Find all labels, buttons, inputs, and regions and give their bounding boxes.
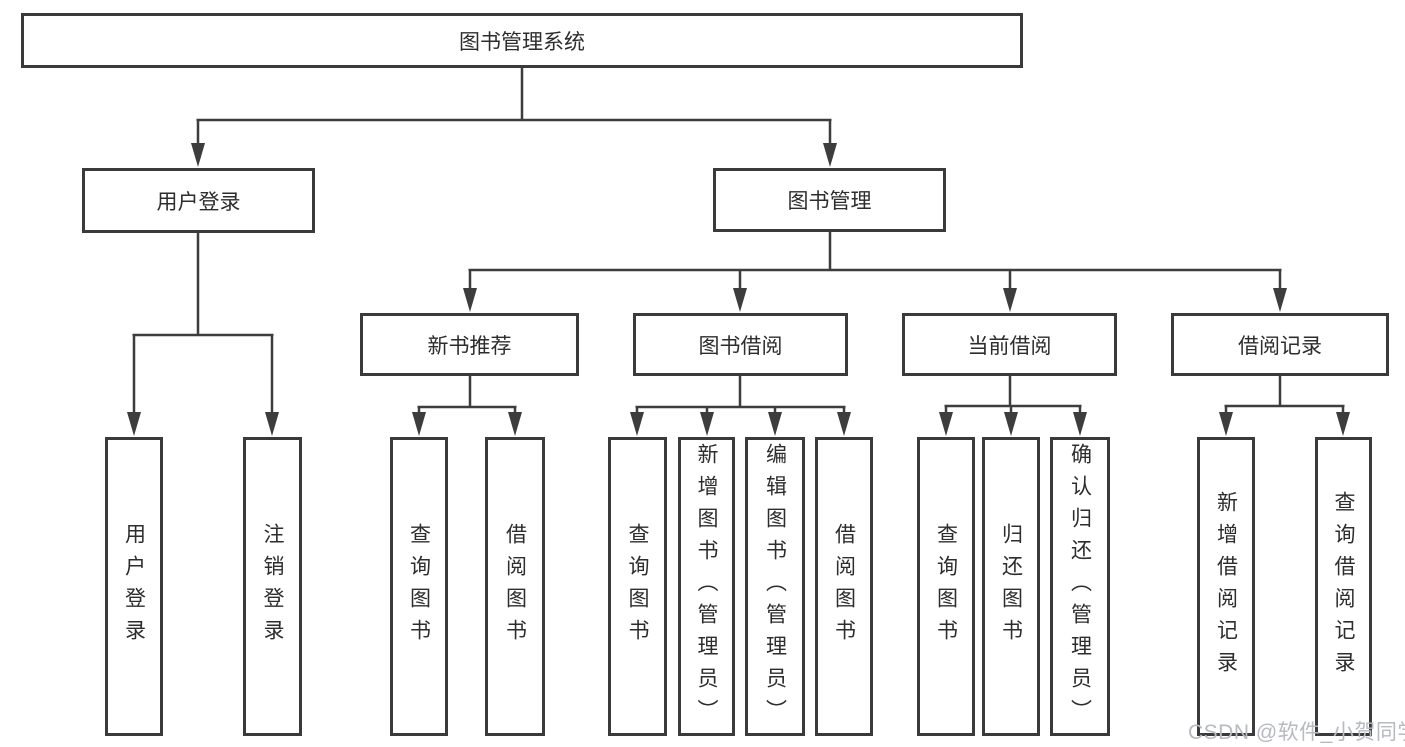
node-label: 查询图书: [407, 522, 431, 651]
node-label: 确认归还（管理员）: [1068, 442, 1092, 731]
connector-book-mgmt-to-level3: [463, 232, 1287, 312]
node-label: 新增图书（管理员）: [695, 442, 718, 731]
node-label: 归还图书: [999, 522, 1023, 651]
node-label: 查询图书: [934, 522, 958, 651]
node-user-login: 用户登录: [82, 168, 315, 233]
arrowhead: [127, 412, 141, 436]
arrowhead: [700, 412, 714, 436]
connector-user-login-to-leaves: [127, 233, 279, 436]
arrowhead: [733, 288, 747, 312]
arrowhead: [508, 412, 522, 436]
node-label: 用户登录: [122, 522, 146, 651]
connector-book-borrow-to-leaves: [630, 376, 851, 436]
arrowhead: [1003, 288, 1017, 312]
node-label: 借阅图书: [503, 522, 527, 651]
leaf-borrow-books-recommend: 借阅图书: [485, 437, 545, 736]
node-label: 注销登录: [261, 522, 284, 651]
arrowhead: [265, 412, 279, 436]
node-label: 图书借阅: [698, 334, 783, 358]
leaf-query-books-recommend: 查询图书: [390, 437, 448, 736]
node-label: 用户登录: [156, 190, 241, 214]
connector-root-to-level2: [191, 68, 837, 167]
arrowhead: [939, 412, 953, 436]
arrowhead: [191, 143, 205, 167]
connector-borrow-record-to-leaves: [1219, 376, 1350, 436]
node-root-library-system: 图书管理系统: [21, 13, 1023, 68]
leaf-return-books: 归还图书: [982, 437, 1040, 736]
arrowhead: [630, 412, 644, 436]
connector-current-borrow-to-leaves: [939, 376, 1087, 436]
node-label: 新书推荐: [427, 334, 512, 358]
leaf-query-books-borrowing: 查询图书: [608, 437, 667, 736]
arrowhead: [823, 143, 837, 167]
connector-new-book-to-leaves: [412, 376, 522, 436]
arrowhead: [1273, 288, 1287, 312]
node-label: 借阅图书: [832, 522, 856, 651]
node-label: 当前借阅: [967, 334, 1052, 358]
leaf-borrow-books-borrowing: 借阅图书: [815, 437, 873, 736]
node-book-borrowing: 图书借阅: [633, 313, 848, 376]
arrowhead: [768, 412, 782, 436]
csdn-watermark: CSDN @软件_小贺同学: [1188, 721, 1405, 744]
leaf-add-borrow-record: 新增借阅记录: [1197, 437, 1255, 736]
arrowhead: [1219, 412, 1233, 436]
arrowhead: [1004, 412, 1018, 436]
leaf-query-books-current: 查询图书: [917, 437, 975, 736]
leaf-user-login: 用户登录: [105, 437, 163, 736]
node-book-management: 图书管理: [713, 168, 946, 232]
leaf-query-borrow-record: 查询借阅记录: [1315, 437, 1372, 736]
arrowhead: [1336, 412, 1350, 436]
node-new-book-recommend: 新书推荐: [360, 313, 579, 376]
node-label: 图书管理系统: [459, 30, 585, 54]
node-label: 查询图书: [626, 522, 649, 651]
leaf-logout: 注销登录: [243, 437, 302, 736]
leaf-confirm-return-admin: 确认归还（管理员）: [1050, 437, 1110, 736]
node-label: 借阅记录: [1238, 334, 1322, 358]
arrowhead: [1073, 412, 1087, 436]
node-current-borrowing: 当前借阅: [902, 313, 1117, 376]
node-label: 编辑图书（管理员）: [763, 442, 787, 731]
leaf-add-books-admin: 新增图书（管理员）: [678, 437, 735, 736]
arrowhead: [837, 412, 851, 436]
leaf-edit-books-admin: 编辑图书（管理员）: [745, 437, 805, 736]
arrowhead: [463, 288, 477, 312]
arrowhead: [412, 412, 426, 436]
node-label: 图书管理: [787, 190, 872, 213]
node-label: 查询借阅记录: [1332, 490, 1355, 683]
node-label: 新增借阅记录: [1214, 490, 1238, 683]
node-borrowing-records: 借阅记录: [1171, 313, 1389, 376]
